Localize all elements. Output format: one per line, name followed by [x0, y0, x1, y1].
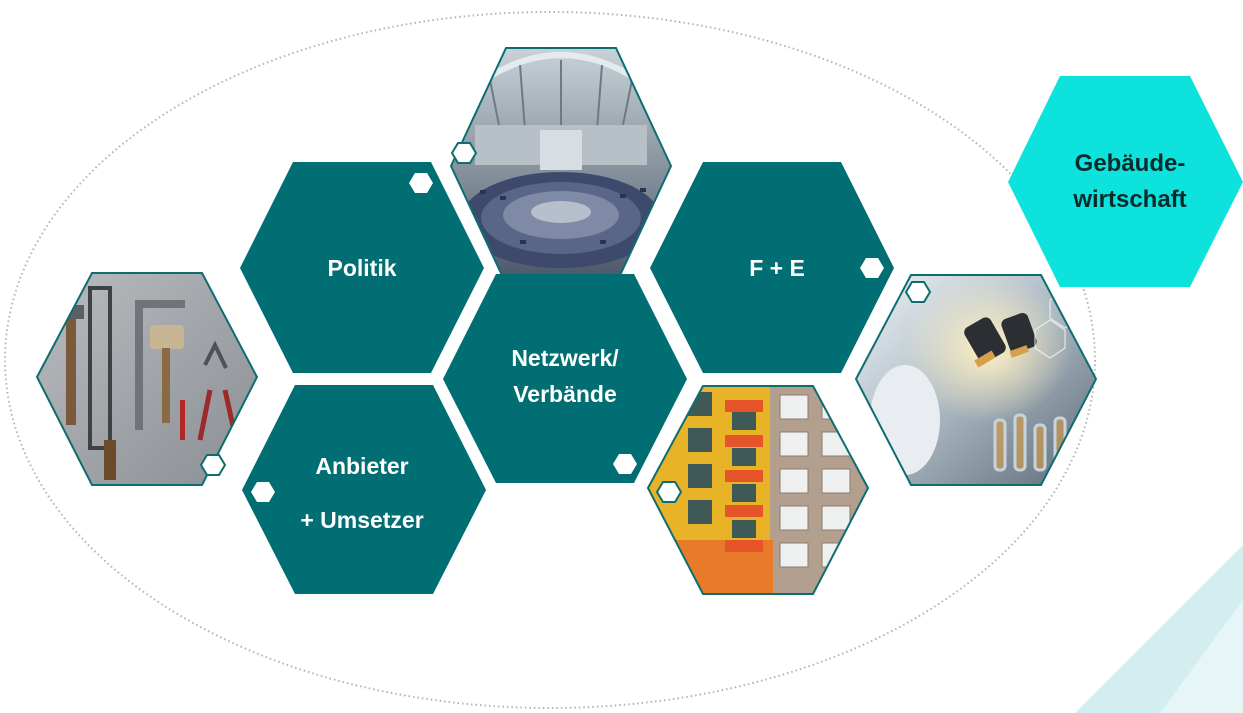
corner-marker-icon: [251, 482, 275, 502]
corner-marker-icon: [199, 454, 227, 476]
photo-hexagon-building: [646, 385, 870, 595]
hub-label-netzwerk-line1: Netzwerk/: [511, 345, 619, 371]
hub-hexagon-politik: Politik: [240, 162, 484, 373]
highlight-label-line1: Gebäude-: [1075, 150, 1186, 177]
photo-hexagon-lab: [854, 274, 1098, 486]
hub-hexagon-netzwerk: Netzwerk/ Verbände: [443, 274, 687, 483]
corner-marker-icon: [655, 481, 683, 503]
hub-label-fe: F + E: [749, 255, 805, 281]
hub-label-anbieter-line1: Anbieter: [315, 453, 408, 479]
corner-marker-icon: [409, 173, 433, 193]
corner-accent-shape-light: [1160, 600, 1243, 713]
hub-label-netzwerk-line2: Verbände: [513, 381, 617, 407]
photo-hexagon-tools: [35, 272, 259, 486]
hub-label-politik: Politik: [327, 255, 396, 281]
photo-hexagon-parliament: [449, 47, 673, 285]
ecosystem-boundary-ellipse: [4, 11, 1096, 709]
highlight-hexagon-gebaeudewirtschaft: Gebäude- wirtschaft: [1008, 76, 1243, 287]
highlight-label-line2: wirtschaft: [1072, 186, 1186, 213]
hub-hexagon-fe: F + E: [650, 162, 894, 373]
corner-marker-icon: [904, 281, 932, 303]
hub-label-anbieter-line2: + Umsetzer: [300, 507, 423, 533]
corner-marker-icon: [613, 454, 637, 474]
corner-marker-icon: [450, 142, 478, 164]
corner-marker-icon: [860, 258, 884, 278]
hub-hexagon-anbieter: Anbieter + Umsetzer: [242, 385, 486, 594]
